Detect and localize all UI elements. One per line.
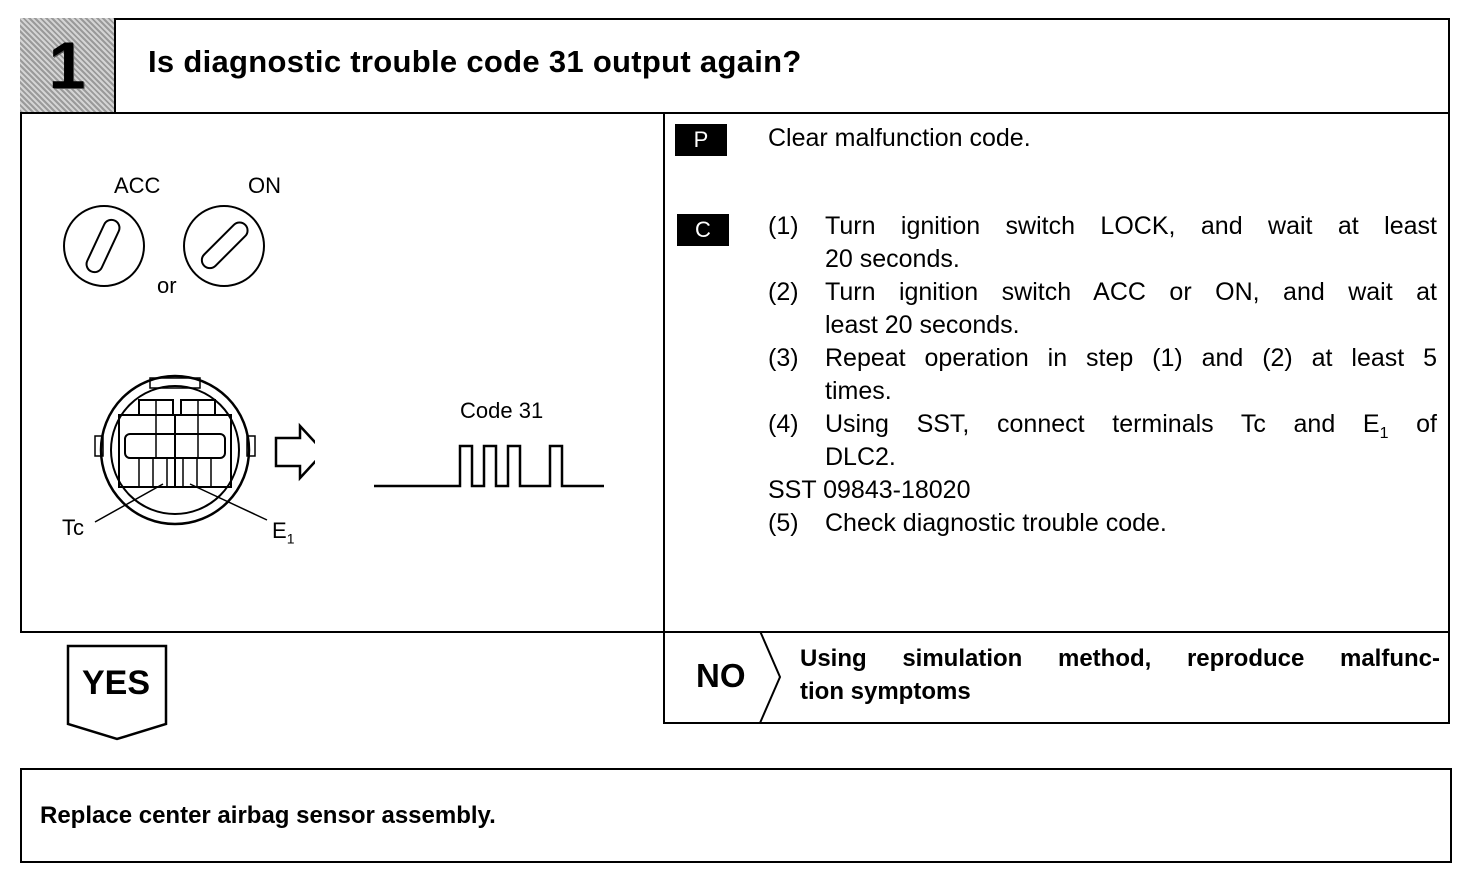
no-chevron-divider bbox=[759, 631, 782, 724]
step-1-number: (1) bbox=[768, 212, 799, 240]
step-2-line1: Turn ignition switch ACC or ON, and wait… bbox=[825, 278, 1437, 306]
acc-label: ACC bbox=[114, 173, 161, 198]
c-badge: C bbox=[677, 214, 729, 246]
step-number: 1 bbox=[20, 18, 116, 112]
p-instruction: Clear malfunction code. bbox=[768, 124, 1031, 152]
step-4-line1: Using SST, connect terminals Tc and E1 o… bbox=[825, 410, 1437, 442]
step-1-line2: 20 seconds. bbox=[825, 245, 960, 273]
step-2-number: (2) bbox=[768, 278, 799, 306]
on-key-cylinder-icon bbox=[183, 205, 265, 287]
code-31-waveform bbox=[374, 444, 604, 488]
acc-key-cylinder-icon bbox=[63, 205, 145, 287]
p-badge: P bbox=[675, 124, 727, 156]
result-box bbox=[20, 768, 1452, 863]
step-5-text: Check diagnostic trouble code. bbox=[825, 509, 1167, 537]
ignition-switch-diagram bbox=[63, 205, 265, 287]
step-body bbox=[20, 112, 1450, 633]
no-instruction-line1: Using simulation method, reproduce malfu… bbox=[800, 645, 1440, 672]
dlc2-connector-icon bbox=[94, 374, 268, 526]
step-3-line1: Repeat operation in step (1) and (2) at … bbox=[825, 344, 1437, 372]
step-3-line2: times. bbox=[825, 377, 892, 405]
yes-branch-arrow bbox=[66, 644, 168, 741]
tc-terminal-label: Tc bbox=[62, 515, 84, 540]
e1-terminal-label: E1 bbox=[272, 518, 295, 547]
arrow-right-icon bbox=[274, 422, 315, 482]
no-instruction-line2: tion symptoms bbox=[800, 678, 971, 705]
step-4-number: (4) bbox=[768, 410, 799, 438]
dlc2-connector-diagram bbox=[94, 374, 315, 526]
sst-number: SST 09843-18020 bbox=[768, 476, 971, 504]
step-3-number: (3) bbox=[768, 344, 799, 372]
step-1-line1: Turn ignition switch LOCK, and wait at l… bbox=[825, 212, 1437, 240]
column-divider bbox=[663, 112, 665, 724]
code-31-label: Code 31 bbox=[460, 398, 544, 423]
step-question: Is diagnostic trouble code 31 output aga… bbox=[148, 44, 802, 79]
no-branch-box bbox=[663, 631, 1450, 724]
on-label: ON bbox=[248, 173, 281, 198]
no-label: NO bbox=[696, 657, 746, 694]
or-label: or bbox=[157, 273, 177, 298]
yes-label: YES bbox=[82, 664, 151, 702]
step-5-number: (5) bbox=[768, 509, 799, 537]
result-text: Replace center airbag sensor assembly. bbox=[40, 802, 496, 829]
step-2-line2: least 20 seconds. bbox=[825, 311, 1020, 339]
step-4-line2: DLC2. bbox=[825, 443, 896, 471]
